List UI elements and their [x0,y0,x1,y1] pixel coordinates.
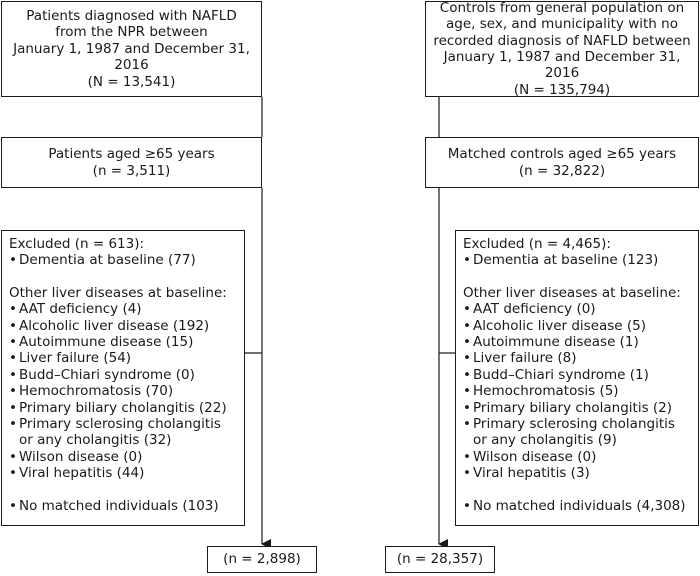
controls-aged-65-label: Matched controls aged ≥65 years [447,146,677,163]
patients-final-box: (n = 2,898) [207,546,317,573]
controls-population-line-2: age, sex, and municipality with no [446,16,678,33]
patients-aged-65-box: Patients aged ≥65 years (n = 3,511) [1,137,262,188]
controls-no-match-item: •No matched individuals (4,308) [463,497,686,514]
controls-other-liver-header: Other liver diseases at baseline: [463,284,681,301]
controls-population-line-3: recorded diagnosis of NAFLD between [433,32,691,49]
list-item: •Primary sclerosing cholangitis or any c… [463,416,675,449]
controls-aged-65-count: (n = 32,822) [518,162,606,179]
list-item: •Hemochromatosis (70) [9,383,174,400]
controls-population-line-4: January 1, 1987 and December 31, 2016 [443,49,681,82]
list-item: •Primary sclerosing cholangitis or any c… [9,416,221,449]
patients-nafld-line-2: from the NPR between [55,24,208,41]
patients-dementia-item: •Dementia at baseline (77) [9,252,196,269]
controls-aged-65-box: Matched controls aged ≥65 years (n = 32,… [425,137,699,188]
list-item: •Primary biliary cholangitis (2) [463,399,673,416]
list-item: •Alcoholic liver disease (5) [463,317,647,334]
list-item: •AAT deficiency (4) [9,301,142,318]
patients-no-match-item: •No matched individuals (103) [9,497,219,514]
controls-final-count: (n = 28,357) [396,551,484,568]
controls-excluded-box: Excluded (n = 4,465): •Dementia at basel… [455,230,699,526]
controls-excluded-header: Excluded (n = 4,465): [463,236,611,252]
patients-nafld-box: Patients diagnosed with NAFLD from the N… [1,1,262,97]
list-item: •AAT deficiency (0) [463,301,596,318]
list-item: •Liver failure (8) [463,350,577,367]
list-item: •Viral hepatitis (44) [9,465,145,482]
controls-population-line-5: (N = 135,794) [513,81,611,98]
controls-final-box: (n = 28,357) [385,546,495,573]
controls-dementia-item: •Dementia at baseline (123) [463,252,659,269]
patients-aged-65-count: (n = 3,511) [92,162,171,179]
list-item: •Viral hepatitis (3) [463,465,590,482]
patients-other-liver-header: Other liver diseases at baseline: [9,284,227,301]
controls-population-box: Controls from general population on age,… [425,0,699,98]
list-item: •Autoimmune disease (15) [9,334,194,351]
patients-liver-disease-list: •AAT deficiency (4) •Alcoholic liver dis… [9,301,237,481]
controls-population-line-1: Controls from general population on [439,0,685,16]
list-item: •Liver failure (54) [9,350,132,367]
list-item: •Alcoholic liver disease (192) [9,317,210,334]
patients-nafld-line-1: Patients diagnosed with NAFLD [26,7,237,24]
patients-nafld-line-3: January 1, 1987 and December 31, 2016 [13,40,250,74]
patients-excluded-header: Excluded (n = 613): [9,236,145,252]
patients-final-count: (n = 2,898) [223,551,301,568]
list-item: •Hemochromatosis (5) [463,383,619,400]
controls-liver-disease-list: •AAT deficiency (0) •Alcoholic liver dis… [463,301,691,481]
patients-excluded-box: Excluded (n = 613): •Dementia at baselin… [1,230,245,526]
patients-aged-65-label: Patients aged ≥65 years [48,146,215,163]
list-item: •Autoimmune disease (1) [463,334,639,351]
list-item: •Budd–Chiari syndrome (1) [463,366,649,383]
patients-nafld-line-4: (N = 13,541) [87,73,176,90]
list-item: •Wilson disease (0) [9,448,143,465]
list-item: •Budd–Chiari syndrome (0) [9,366,195,383]
list-item: •Primary biliary cholangitis (22) [9,399,227,416]
list-item: •Wilson disease (0) [463,448,597,465]
